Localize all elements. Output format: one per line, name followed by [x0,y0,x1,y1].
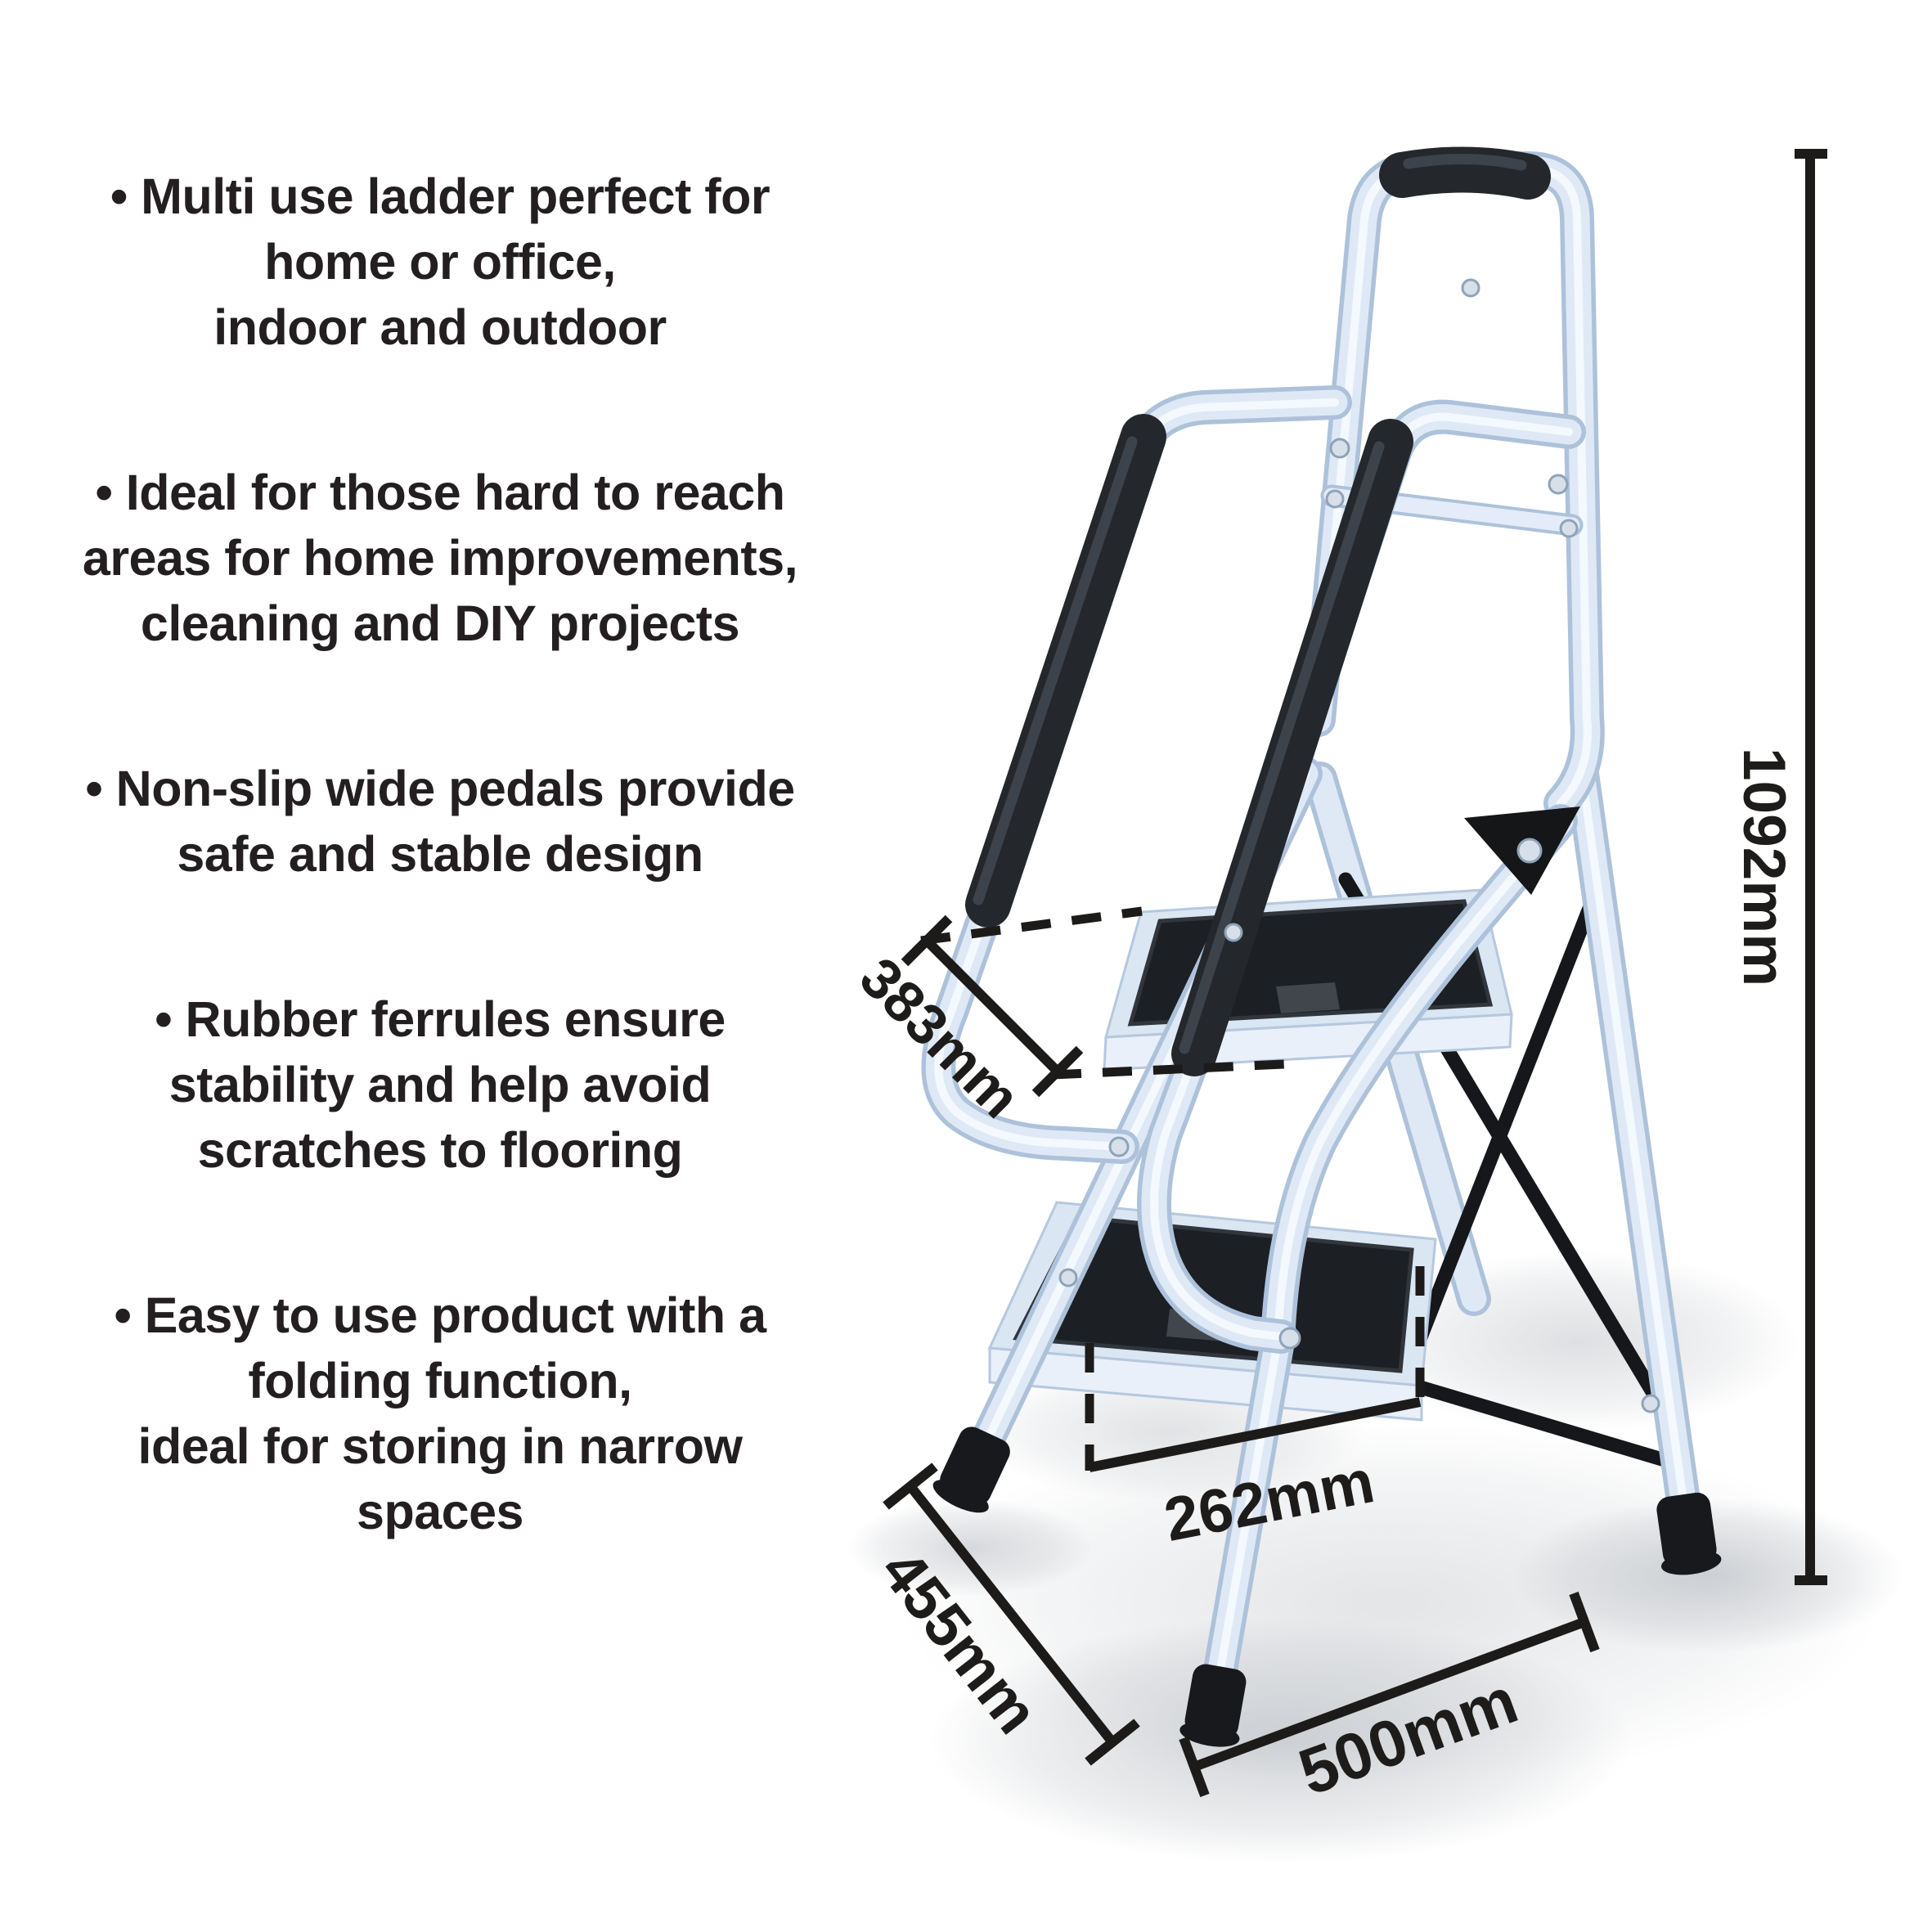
hinge-bracket [1464,806,1580,895]
feature-item-folding: • Easy to use product with a folding fun… [31,1283,849,1544]
feature-line: safe and stable design [177,826,703,882]
floor-shadow [847,1251,1904,1863]
feature-line: home or office, [264,234,616,290]
back-frame [1319,146,1588,803]
feature-line: spaces [357,1484,523,1539]
feature-line: scratches to flooring [197,1122,683,1178]
left-handrail-grip [965,414,1166,928]
ladder [928,146,1722,1747]
rubber-feet [932,1427,1722,1747]
feature-item-multi-use: • Multi use ladder perfect for home or o… [31,164,849,360]
dimension-height: 1092mm [1731,149,1827,1585]
bolts [1058,278,1660,1413]
left-handrail [938,402,1335,1147]
bottom-step [987,1201,1437,1422]
feature-item-rubber-ferrules: • Rubber ferrules ensure stability and h… [31,986,849,1183]
front-foot [1179,1664,1247,1747]
feature-line: • Non-slip wide pedals provide [85,761,795,816]
feature-line: • Ideal for those hard to reach [95,465,785,520]
feature-line: areas for home improvements, [82,530,798,586]
feature-line: stability and help avoid [168,1057,712,1112]
feature-line: ideal for storing in narrow [137,1418,743,1474]
feature-line: cleaning and DIY projects [140,595,740,651]
feature-item-hard-to-reach: • Ideal for those hard to reach areas fo… [31,460,849,656]
rear-right-foot [1656,1492,1722,1575]
left-foot [932,1427,1010,1513]
right-handrail-grip [1171,419,1413,1076]
right-handrail [1154,417,1569,1337]
feature-line: indoor and outdoor [213,299,667,355]
feature-item-non-slip: • Non-slip wide pedals provide safe and … [31,756,849,887]
feature-line: folding function, [248,1353,632,1409]
feature-list: • Multi use ladder perfect for home or o… [31,164,849,1644]
feature-line: • Rubber ferrules ensure [155,991,726,1047]
dimension-height-label: 1092mm [1731,748,1797,986]
feature-line: • Easy to use product with a [114,1287,766,1343]
feature-line: • Multi use ladder perfect for [110,168,771,224]
top-handle-grip [1379,146,1551,200]
